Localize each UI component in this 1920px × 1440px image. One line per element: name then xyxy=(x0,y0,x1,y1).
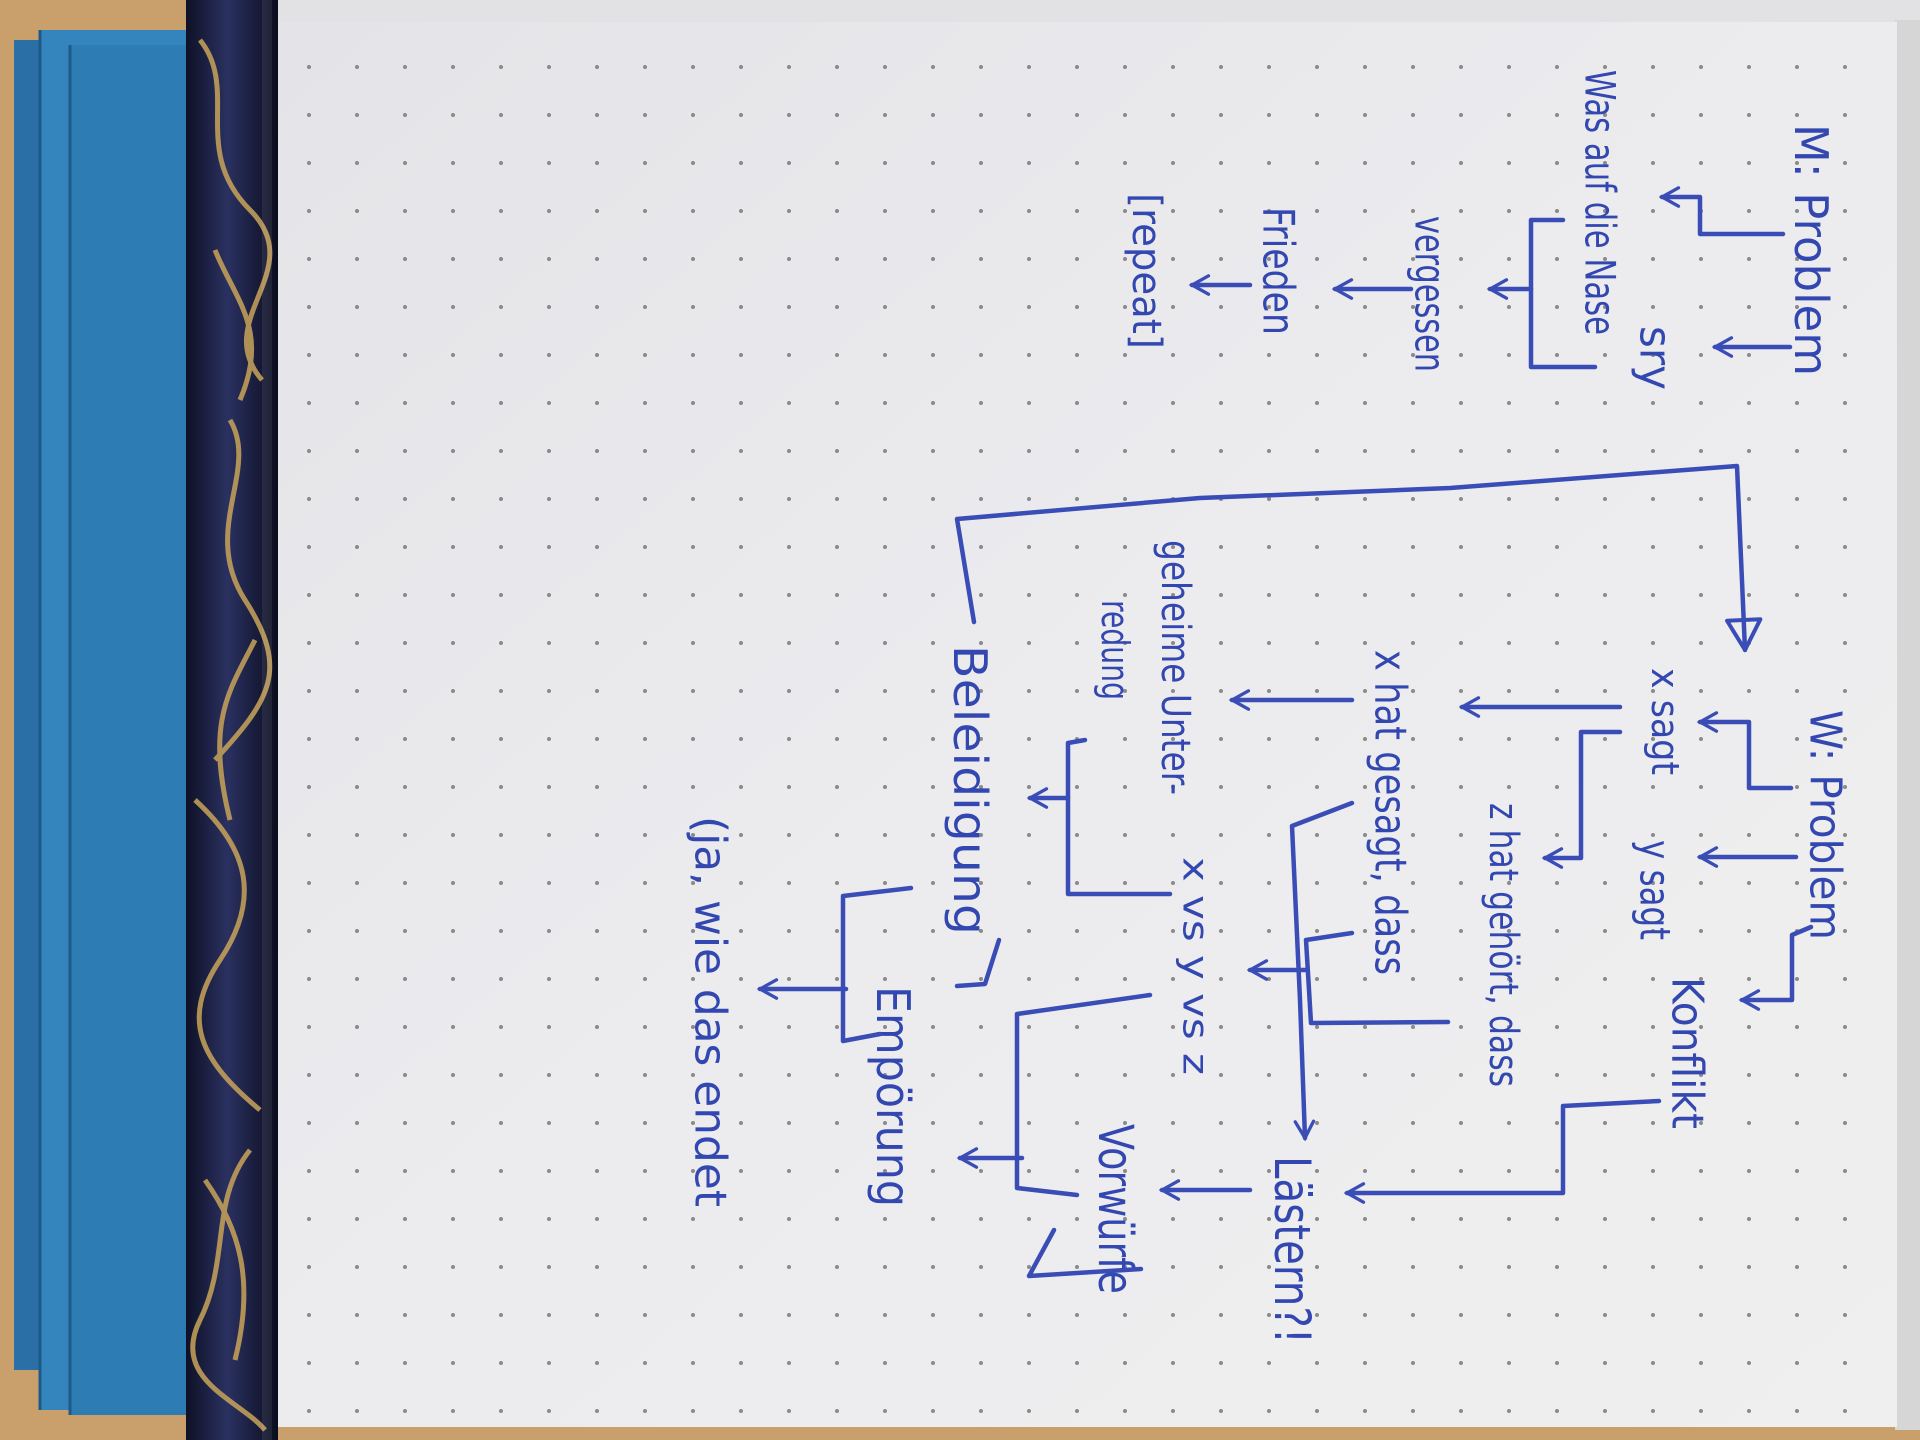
arrow-konflikt-to-laestern xyxy=(1343,1098,1662,1204)
hook-vorwuerfe xyxy=(1026,1227,1144,1279)
arrow-loop-back-to-w-problem xyxy=(954,463,1763,653)
bracket-versus-vorwuerfe xyxy=(1014,992,1153,1198)
m-flow: M: Problem sry Was auf die Nase vergesse… xyxy=(1123,70,1838,390)
node-geheime-unterredung-line1: geheime Unter- xyxy=(1152,540,1198,795)
arrow-hearsay-to-laestern xyxy=(1289,800,1355,1142)
node-laestern: Lästern?! xyxy=(1263,1156,1321,1344)
bracket-secret-versus xyxy=(1065,737,1173,897)
node-x-hat-gesagt: x hat gesagt, dass xyxy=(1365,650,1416,975)
node-konflikt: Konflikt xyxy=(1662,977,1713,1129)
node-x-sagt: x sagt xyxy=(1643,668,1687,775)
node-x-vs-y-vs-z: x vs y vs z xyxy=(1175,857,1216,1075)
paper-edge-right xyxy=(1895,20,1920,1430)
bracket-sagt-to-z-hat-gehoert xyxy=(1541,729,1623,869)
node-vergessen: vergessen xyxy=(1406,216,1455,372)
node-repeat: [repeat] xyxy=(1123,193,1169,349)
bracket-hearsay xyxy=(1303,930,1451,1026)
node-z-hat-gehoert: z hat gehört, dass xyxy=(1480,803,1526,1087)
w-flow: W: Problem x sagt y sagt Konflikt z hat … xyxy=(685,540,1851,1344)
node-beleidigung: Beleidigung xyxy=(943,645,997,935)
blue-folders xyxy=(14,30,210,1415)
marbled-pen xyxy=(186,0,278,1440)
dot-grid xyxy=(290,40,1890,1420)
node-m-problem: M: Problem xyxy=(1784,124,1838,376)
node-ja-wie-das-endet: (ja, wie das endet xyxy=(685,816,736,1207)
node-vorwuerfe: Vorwürfe xyxy=(1087,1124,1143,1294)
node-sry: sry xyxy=(1630,326,1681,390)
arrow-w-to-x-sagt xyxy=(1696,711,1794,791)
arrow-m-to-nose xyxy=(1658,186,1786,237)
node-w-problem: W: Problem xyxy=(1800,710,1851,940)
node-was-auf-die-nase: Was auf die Nase xyxy=(1576,70,1625,335)
node-y-sagt: y sagt xyxy=(1631,840,1680,940)
node-geheime-unterredung-line2: redung xyxy=(1093,600,1137,700)
bracket-insult-outrage xyxy=(840,885,914,1044)
node-frieden: Frieden xyxy=(1253,207,1304,335)
node-empoerung: Empörung xyxy=(866,986,920,1207)
bracket-sry-nose xyxy=(1528,217,1598,370)
arrow-w-to-konflikt xyxy=(1738,924,1814,1011)
hook-beleidigung xyxy=(954,937,1002,989)
paper-underneath-top xyxy=(270,0,1920,26)
